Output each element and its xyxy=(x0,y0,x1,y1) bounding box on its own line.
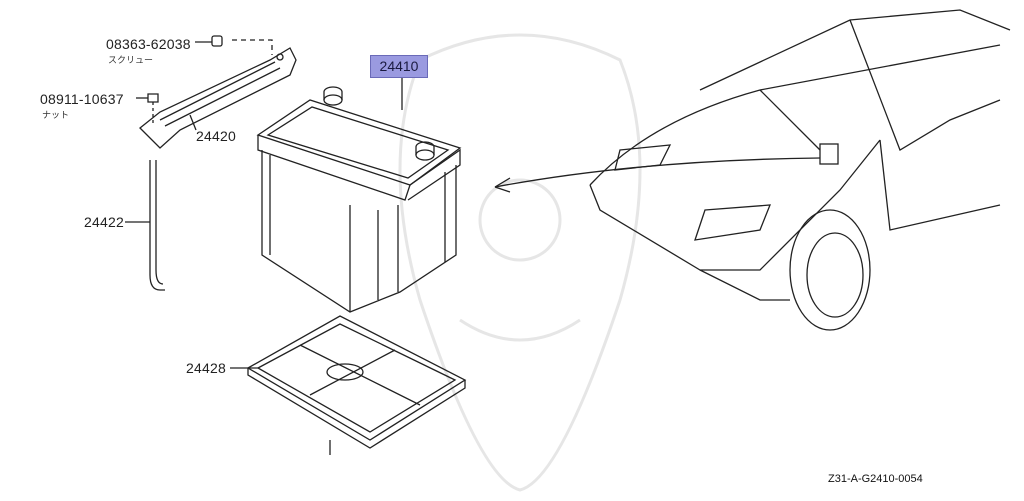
part-name-screw: スクリュー xyxy=(108,55,154,65)
part-name-nut: ナット xyxy=(42,110,70,120)
battery-hold-down xyxy=(136,35,297,149)
battery-tray xyxy=(230,315,467,455)
part-number-rod[interactable]: 24422 xyxy=(84,214,124,230)
hold-down-rod xyxy=(125,160,165,291)
car-front-view xyxy=(589,9,1011,331)
part-number-hold-down[interactable]: 24420 xyxy=(196,128,236,144)
part-number-screw[interactable]: 08363-62038 xyxy=(106,36,191,52)
watermark-logo xyxy=(398,33,642,492)
part-number-tray[interactable]: 24428 xyxy=(186,360,226,376)
part-number-battery-highlighted[interactable]: 24410 xyxy=(370,55,428,78)
diagram-code: Z31-A-G2410-0054 xyxy=(828,473,923,485)
part-number-nut[interactable]: 08911-10637 xyxy=(40,91,124,107)
battery xyxy=(256,78,462,313)
